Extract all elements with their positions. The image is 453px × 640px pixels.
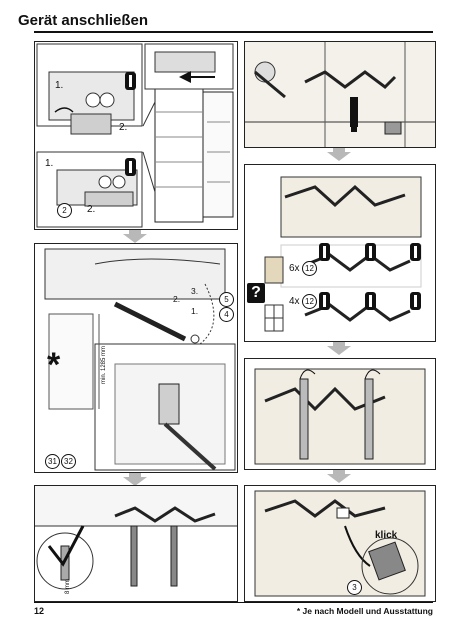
flow-arrow [333, 470, 345, 474]
panel-step-3: * min. 1285 mm 3. 2. 1. 5 4 31 32 [34, 243, 238, 473]
panel-step-7: klick 3 [244, 485, 436, 602]
screwdriver-icon [410, 292, 421, 310]
ref-circle: 31 [45, 454, 60, 469]
step-label: 1. [45, 158, 54, 169]
flow-arrow [333, 342, 345, 346]
screwdriver-icon [125, 158, 136, 176]
question-icon: ? [247, 283, 265, 303]
ref-circle: 3 [347, 580, 362, 595]
klick-label: klick [375, 530, 398, 541]
ref-circle: 12 [302, 294, 317, 309]
panel-3-drawing [44, 248, 236, 471]
screwdriver-icon [125, 72, 136, 90]
flow-arrow [327, 346, 351, 355]
flow-arrow [129, 230, 141, 234]
flow-arrow [327, 474, 351, 483]
screwdriver-icon [365, 243, 376, 261]
measure-label: 8 mm [65, 579, 71, 594]
screwdriver-icon [410, 243, 421, 261]
panel-5-drawing [254, 368, 426, 465]
quantity-label: 6x [289, 263, 300, 274]
ref-circle: 2 [57, 203, 72, 218]
panel-step-1: 1. 2. 1. 2. 2 [34, 41, 238, 230]
panel-6-drawing [35, 486, 237, 590]
title-rule [34, 31, 433, 33]
step-label: 1. [191, 306, 199, 316]
screwdriver-icon [319, 243, 330, 261]
step-label: 1. [55, 80, 64, 91]
step-label: 2. [173, 294, 181, 304]
footnote: * Je nach Modell und Ausstattung [296, 606, 433, 616]
flow-arrow [327, 152, 351, 161]
step-label: 2. [119, 122, 128, 133]
panel-4-drawing [264, 176, 422, 332]
measure-label: min. 1285 mm [101, 345, 107, 384]
flow-arrow [123, 234, 147, 243]
flow-arrow [123, 477, 147, 486]
flow-arrow [333, 148, 345, 152]
panel-step-4: ? 6x 12 4x 12 [244, 164, 436, 342]
screwdriver-icon [365, 292, 376, 310]
page-number: 12 [34, 606, 45, 616]
screwdriver-icon [319, 292, 330, 310]
step-label: 3. [191, 286, 199, 296]
footnote-marker: * [47, 346, 61, 384]
ref-circle: 5 [219, 292, 234, 307]
ref-circle: 4 [219, 307, 234, 322]
quantity-label: 4x [289, 296, 300, 307]
panel-7-drawing [254, 490, 426, 597]
panel-step-6: 8 mm [34, 485, 238, 602]
panel-step-2 [244, 41, 436, 148]
flow-arrow [129, 473, 141, 477]
panel-step-5 [244, 358, 436, 470]
panel-1-drawing [36, 43, 234, 228]
page-title: Gerät anschließen [18, 12, 149, 29]
footer-rule [34, 602, 433, 603]
ref-circle: 12 [302, 261, 317, 276]
step-label: 2. [87, 204, 96, 215]
panel-2-drawing [245, 42, 435, 147]
ref-circle: 32 [61, 454, 76, 469]
